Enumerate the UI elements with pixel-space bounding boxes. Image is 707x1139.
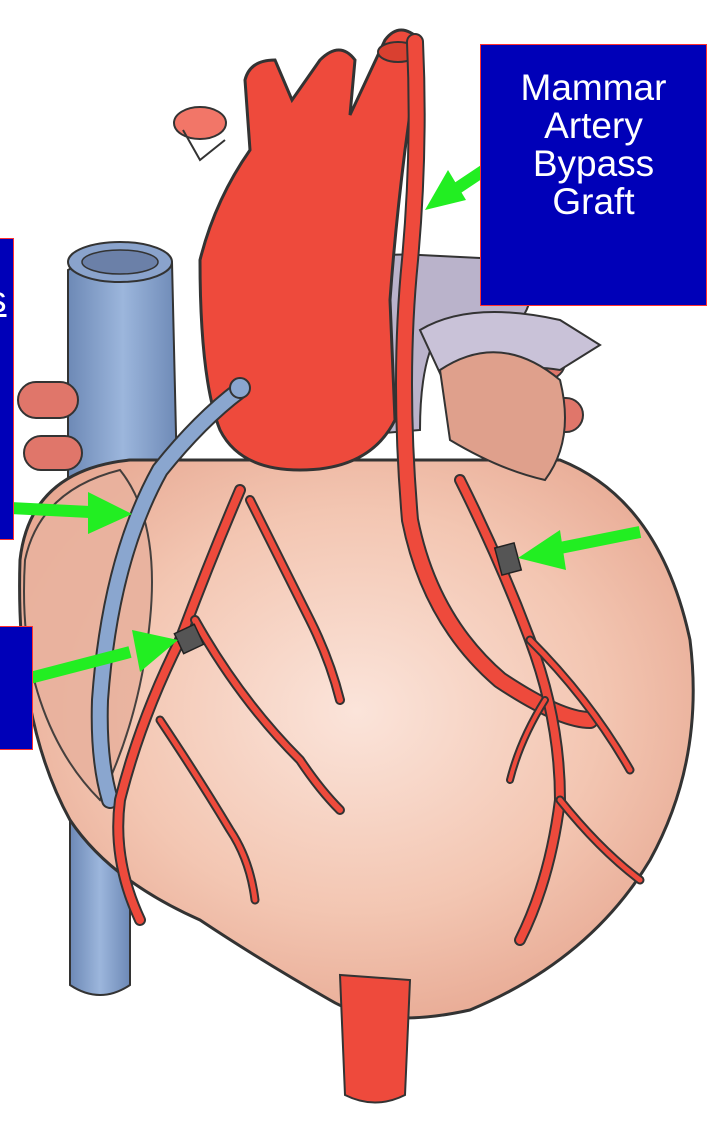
- mammary-label-line-2: Artery: [481, 107, 706, 145]
- blockage-label: [0, 626, 33, 750]
- mammary-label-line-4: Graft: [481, 183, 706, 221]
- mammary-label-line-3: Bypass: [481, 145, 706, 183]
- saphenous-label-text: s: [0, 281, 7, 319]
- mammary-graft-label: Mammar Artery Bypass Graft: [480, 44, 707, 306]
- saphenous-graft-label: s: [0, 238, 14, 540]
- descending-aorta: [340, 975, 410, 1103]
- mammary-label-line-1: Mammar: [481, 69, 706, 107]
